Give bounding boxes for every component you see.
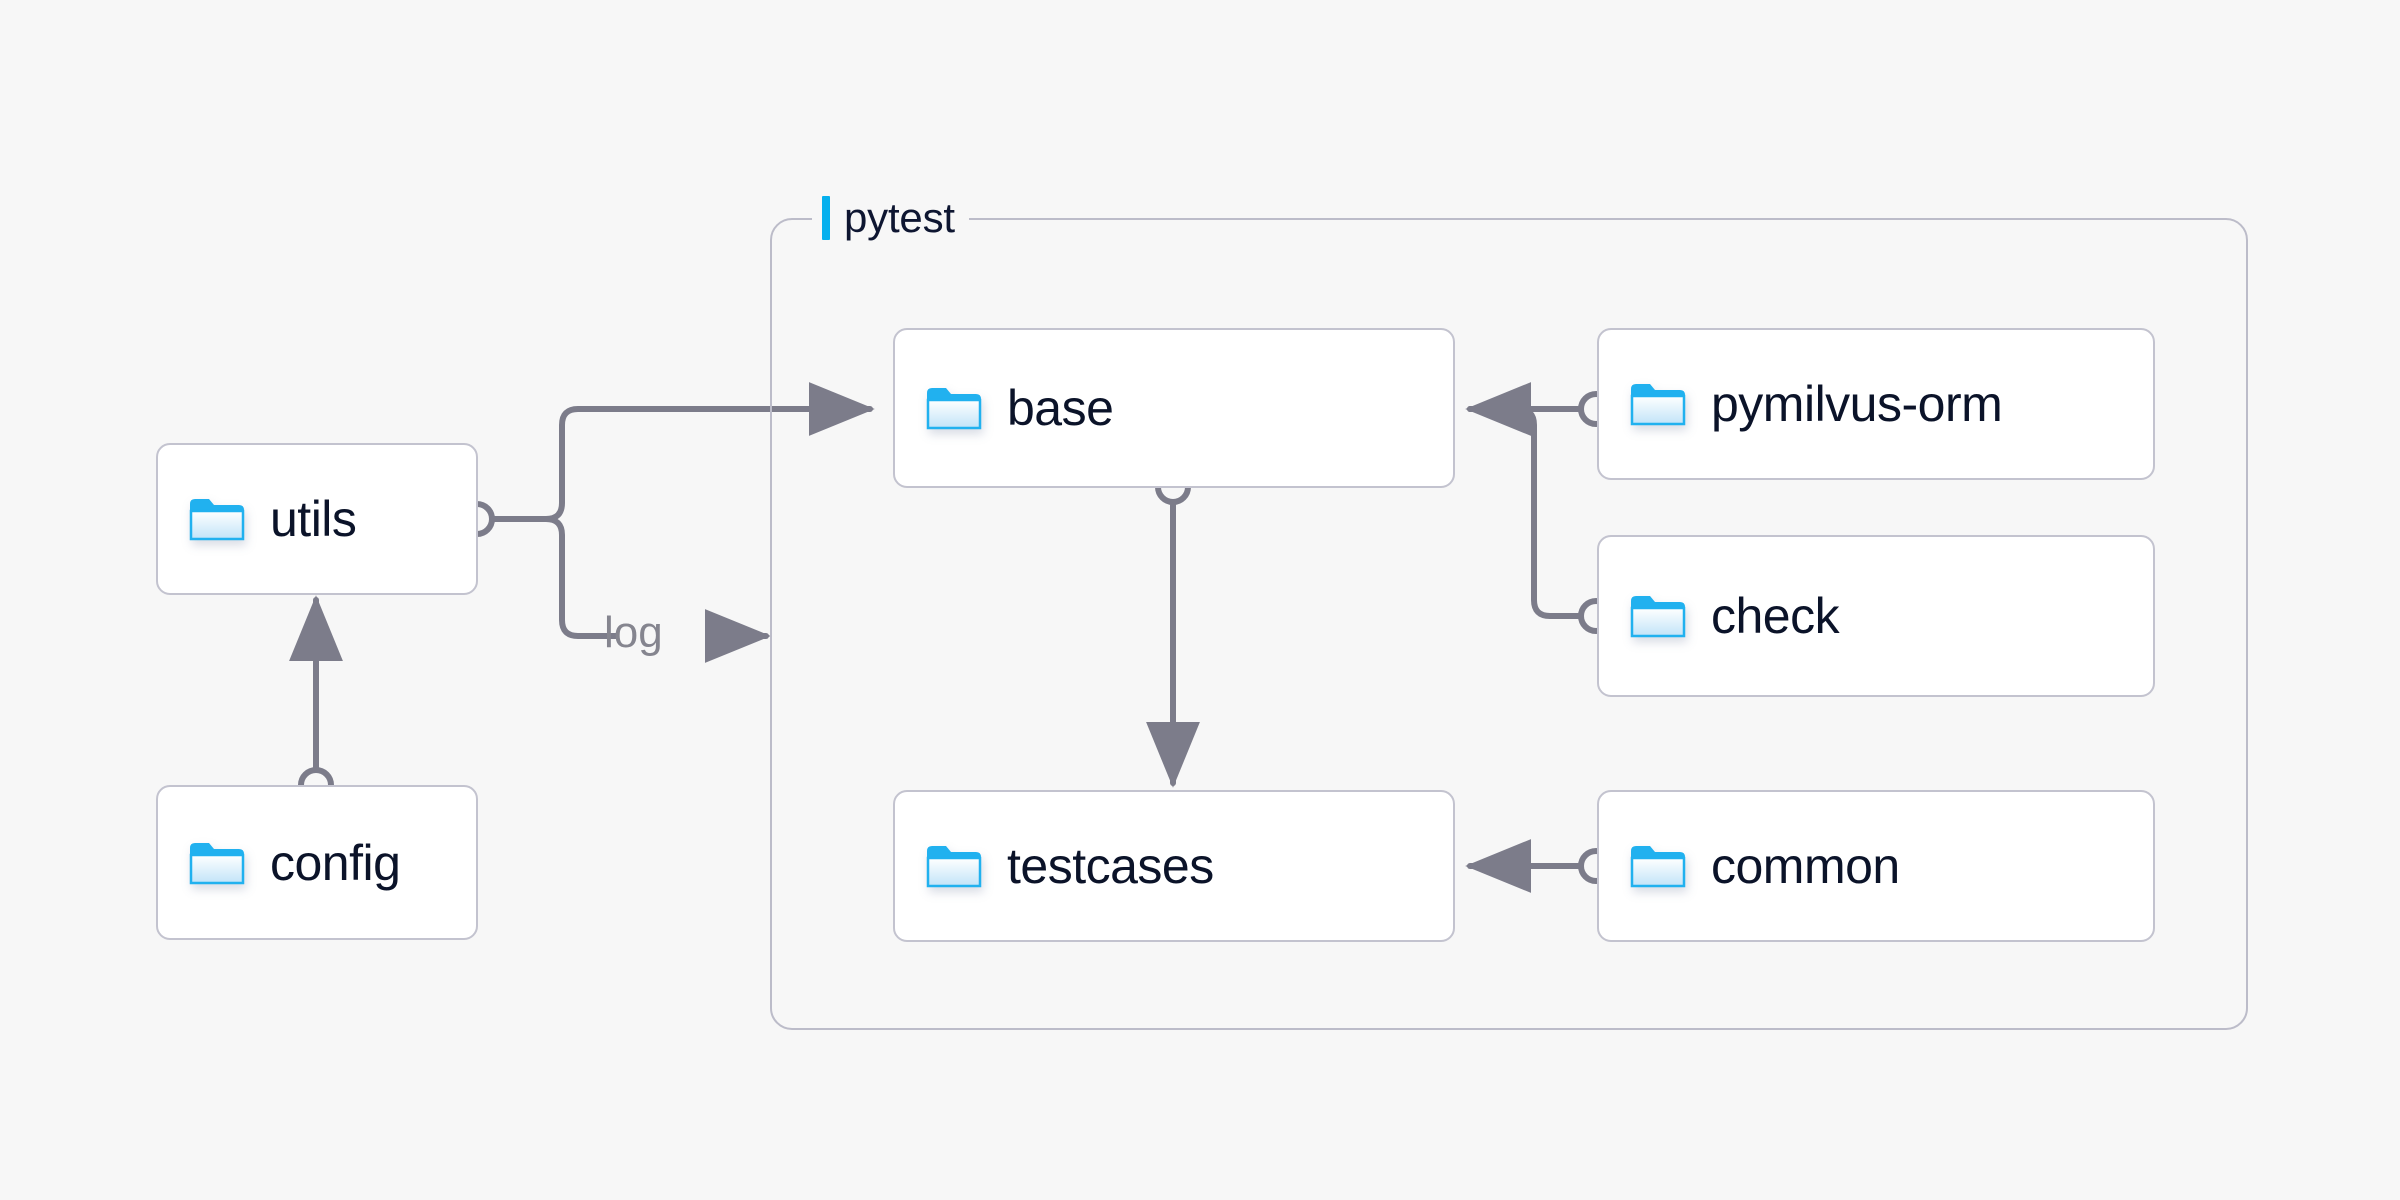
node-config-label: config [270, 834, 401, 891]
folder-icon [1629, 381, 1687, 427]
folder-icon [188, 496, 246, 542]
node-pymilvus-orm[interactable]: pymilvus-orm [1597, 328, 2155, 480]
node-testcases-label: testcases [1007, 838, 1214, 894]
node-common[interactable]: common [1597, 790, 2155, 942]
node-utils-label: utils [270, 491, 357, 547]
pytest-group-container [770, 218, 2248, 1030]
pytest-group-label: pytest [812, 191, 969, 245]
node-base-label: base [1007, 380, 1114, 436]
node-utils[interactable]: utils [156, 443, 478, 595]
node-common-label: common [1711, 838, 1900, 894]
folder-icon [1629, 843, 1687, 889]
edge-label-log-text: log [604, 608, 663, 657]
accent-bar-icon [822, 196, 830, 240]
node-check-label: check [1711, 588, 1840, 644]
folder-icon [925, 843, 983, 889]
edge-label-log: log [604, 608, 663, 658]
node-base[interactable]: base [893, 328, 1455, 488]
folder-icon [188, 840, 246, 886]
folder-icon [925, 385, 983, 431]
node-testcases[interactable]: testcases [893, 790, 1455, 942]
node-pymilvus-orm-label: pymilvus-orm [1711, 376, 2003, 432]
node-config[interactable]: config [156, 785, 478, 940]
node-check[interactable]: check [1597, 535, 2155, 697]
pytest-group-label-text: pytest [844, 194, 955, 241]
folder-icon [1629, 593, 1687, 639]
